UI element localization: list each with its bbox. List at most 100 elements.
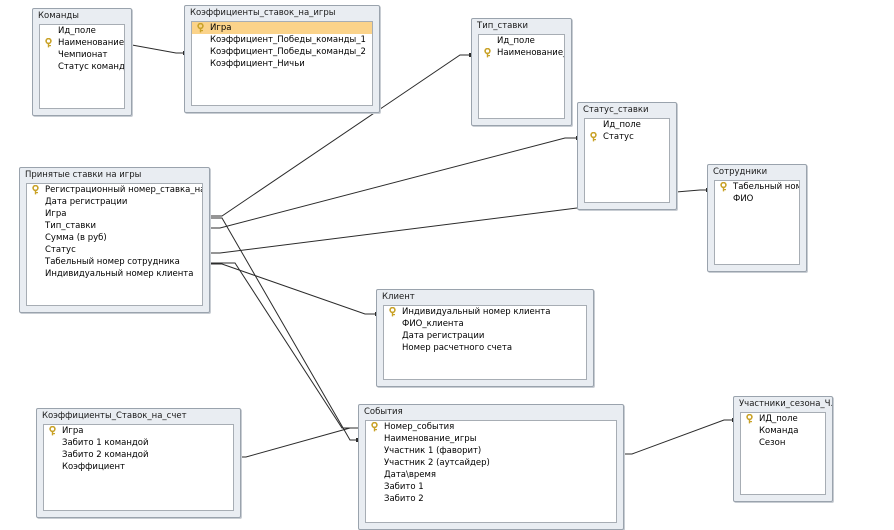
field-label: Дата регистрации [402,331,485,341]
field-row[interactable]: Дата регистрации [384,330,586,342]
field-label: Номер расчетного счета [402,343,513,353]
field-row[interactable]: Команда [741,425,825,437]
field-row[interactable]: Сезон [741,437,825,449]
field-label: Участник 1 (фаворит) [384,446,482,456]
table-title[interactable]: Тип_ставки [477,21,529,31]
field-row[interactable]: Участник 1 (фаворит) [366,445,616,457]
table-title[interactable]: События [364,407,403,417]
field-label: Команда [759,426,799,436]
field-row[interactable]: Чемпионат [40,49,124,61]
field-label: Коэффициент_Победы_команды_2 [210,47,366,57]
field-row[interactable]: Участник 2 (аутсайдер) [366,457,616,469]
field-row[interactable]: ФИО [715,193,799,205]
field-label: Забито 2 [384,494,424,504]
field-label: Статус [45,245,76,255]
field-row[interactable]: Табельный номер [715,181,799,193]
field-row[interactable]: Наименование_игры [366,433,616,445]
primary-key-icon [483,47,492,58]
primary-key-icon [719,181,728,192]
field-row[interactable]: Статус [585,131,669,143]
field-label: Индивидуальный номер клиента [402,307,551,317]
field-row[interactable]: Ид_поле [585,119,669,131]
table-title[interactable]: Коэффициенты_Ставок_на_счет [42,411,187,421]
field-row[interactable]: Индивидуальный номер клиента [27,268,202,280]
primary-key-icon [589,131,598,142]
field-row[interactable]: Забито 2 [366,493,616,505]
table-title[interactable]: Участники_сезона_Ч... [739,399,832,409]
field-row[interactable]: Коэффициент_Ничьи [192,58,372,70]
field-row[interactable]: Статус команды (к [40,61,124,73]
field-row[interactable]: Коэффициент_Победы_команды_2 [192,46,372,58]
field-row[interactable]: Табельный номер сотрудника [27,256,202,268]
table-title[interactable]: Коэффициенты_ставок_на_игры [190,8,336,18]
primary-key-icon [388,306,397,317]
table-title[interactable]: Клиент [382,292,415,302]
field-row[interactable]: Наименование_ст [479,47,564,59]
table-title[interactable]: Сотрудники [713,167,768,177]
primary-key-icon [745,413,754,424]
relation-line [238,427,351,458]
field-row[interactable]: Номер расчетного счета [384,342,586,354]
field-row[interactable]: Дата регистрации [27,196,202,208]
field-label: Участник 2 (аутсайдер) [384,458,490,468]
field-label: Сезон [759,438,786,448]
table-prinyatye-stavki[interactable]: Принятые ставки на игры Регистрационный … [19,167,210,313]
field-label: Наименование_ст [497,48,564,58]
field-row[interactable]: Ид_поле [479,35,564,47]
field-label: Номер_события [384,422,455,432]
field-label: Коэффициент [62,462,126,472]
field-list: Регистрационный номер_ставка_на_игруДата… [26,183,203,306]
field-row[interactable]: Тип_ставки [27,220,202,232]
field-label: Статус команды (к [58,62,124,72]
field-row[interactable]: Забито 1 [366,481,616,493]
field-row[interactable]: Забито 1 командой [44,437,233,449]
field-label: Забито 1 командой [62,438,149,448]
field-row[interactable]: ФИО_клиента [384,318,586,330]
table-title[interactable]: Команды [38,11,80,21]
field-row[interactable]: Коэффициент [44,461,233,473]
field-row[interactable]: Ид_поле [40,25,124,37]
table-title[interactable]: Принятые ставки на игры [25,170,142,180]
field-row[interactable]: Забито 2 командой [44,449,233,461]
table-title[interactable]: Статус_ставки [583,105,649,115]
primary-key-icon [44,37,53,48]
field-row[interactable]: Статус [27,244,202,256]
field-label: Ид_поле [58,26,96,36]
field-label: Игра [45,209,67,219]
field-row[interactable]: Игра [192,22,372,34]
field-row[interactable]: ИД_поле [741,413,825,425]
relation-line [126,44,184,54]
field-row[interactable]: Индивидуальный номер клиента [384,306,586,318]
relation-line [675,189,707,193]
field-label: Регистрационный номер_ставка_на_игру [45,185,202,195]
primary-key-icon [48,425,57,436]
field-row[interactable]: Коэффициент_Победы_команды_1 [192,34,372,46]
field-row[interactable]: Номер_события [366,421,616,433]
field-label: Наименование [58,38,124,48]
field-row[interactable]: Наименование [40,37,124,49]
field-label: ФИО_клиента [402,319,464,329]
field-row[interactable]: Регистрационный номер_ставка_на_игру [27,184,202,196]
field-row[interactable]: Игра [27,208,202,220]
field-row[interactable]: Игра [44,425,233,437]
field-row[interactable]: Дата\время [366,469,616,481]
field-row[interactable]: Сумма (в руб) [27,232,202,244]
field-label: Игра [210,23,232,33]
field-label: Тип_ставки [45,221,97,231]
field-label: Коэффициент_Победы_команды_1 [210,35,366,45]
field-label: Ид_поле [603,120,641,130]
field-list: Табельный номерФИО [714,180,800,265]
relation-line [208,263,376,315]
table-sotrudniki[interactable]: Сотрудники Табельный номерФИО [707,164,807,272]
